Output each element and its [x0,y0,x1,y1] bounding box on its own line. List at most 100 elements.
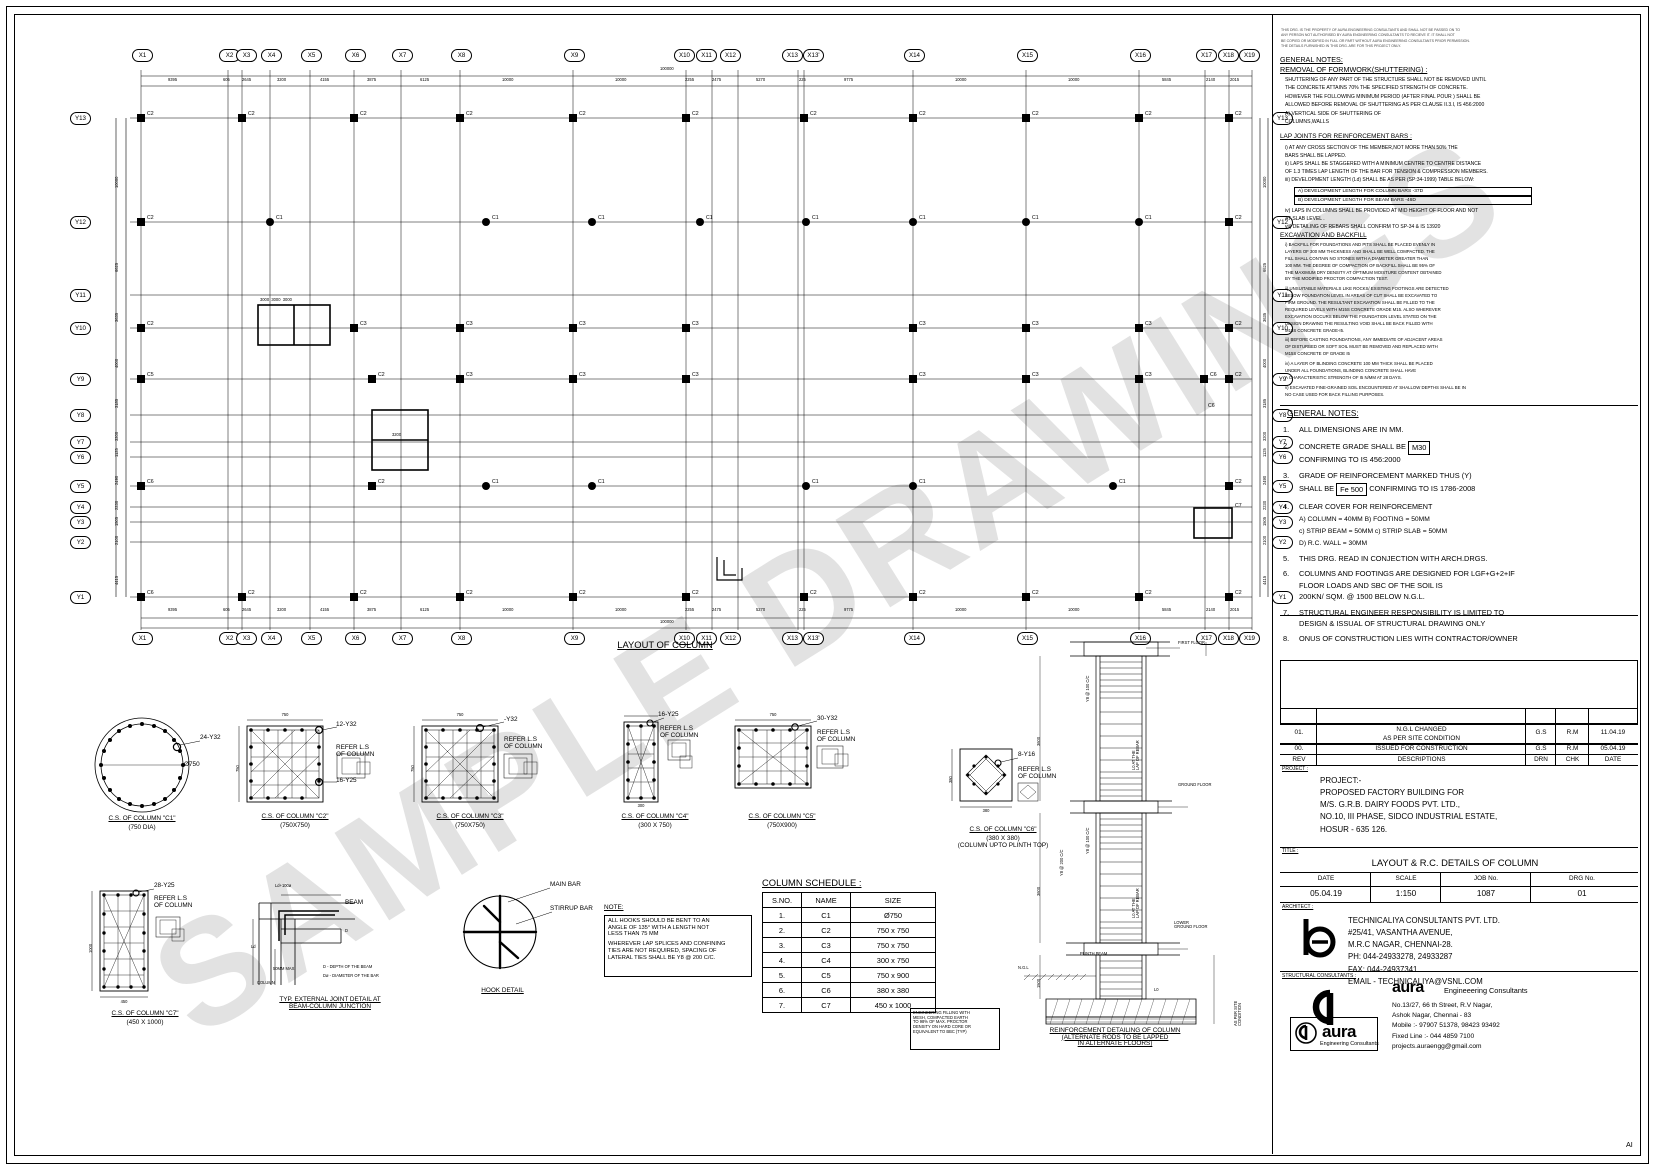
dim-top-4: 3200 [277,77,287,82]
joint-label-cover: 50MM MAX [273,966,295,971]
plan-column-tag: C2 [1145,590,1152,596]
ld-box-b: B) DEVELOPMENT LENGTH FOR BEAM BARS -46D [1294,196,1532,205]
plan-column-tag: C2 [1235,321,1242,327]
note-text-7a: STRUCTURAL ENGINEER RESPONSIBILITY IS LI… [1299,607,1505,617]
plan-column-tag: C2 [810,590,817,596]
notes-sub1-line-6: COLUMNS,WALLS [1285,118,1329,125]
plan-column-tag: C1 [276,215,283,221]
plan-column-tag: C2 [579,590,586,596]
grid-bubble-y7: Y7 [70,436,91,449]
c7-section-size: (450 X 1000) [126,1019,164,1026]
plan-column-tag: C1 [598,479,605,485]
plan-column-tag: C1 [812,215,819,221]
c1-section-title: C.S. OF COLUMN "C1" [108,815,176,822]
cell-size: 450 x 1000 [850,997,936,1013]
notes-sub2-line-4: OF 1.3 TIMES LAP LENGTH OF THE BAR FOR T… [1285,169,1488,176]
notes-sub3-line-18: UNDER ALL FOUNDATIONS, BLINDING CONCRETE… [1285,367,1417,373]
dim-bottom-10: 2255 [685,607,695,612]
table-row: 6. C6 380 x 380 [762,982,936,998]
job-value: 1087 [1476,889,1496,898]
architect-line-6: EMAIL - TECHNICALIYA@VSNL.COM [1348,976,1483,986]
notes-sub2-line-3: ii) LAPS SHALL BE STAGGERED WITH A MINIM… [1285,161,1482,168]
cell-sno: 6. [762,982,802,998]
dim-bottom-8: 10000 [502,607,514,612]
plan-column-marker-circular [802,218,810,226]
grid-bubble-y5: Y5 [70,480,91,493]
plan-column-marker [682,114,690,122]
dim-right-1: 10000 [1262,176,1267,188]
date-label: DATE [1317,875,1335,882]
notes-sub1-line-1: SHUTTERING OF ANY PART OF THE STRUCTURE … [1285,77,1487,83]
dim-left-6: 3200 [114,431,119,441]
c3-section-graphic [413,719,538,803]
sheet-inner-border [14,14,1641,1156]
notes-sub3-line-13: M15S CONCRETE GRADE-I5. [1285,327,1345,333]
notes-top-sub3-heading: EXCAVATION AND BACKFILL [1280,232,1367,239]
notes-sub3-line-7: ii) UNSUITABLE MATERIALS LIKE ROCKS/ EXI… [1285,286,1449,292]
plan-column-tag: C2 [919,111,926,117]
note-item-5: 5. THIS DRG. READ IN CONJECTION WITH ARC… [1283,553,1518,564]
c6-dim-height: 380 [948,776,953,783]
c5-dim-width: 750 [769,712,777,717]
plan-column-marker-circular [482,482,490,490]
plan-column-marker [456,114,464,122]
plan-column-tag: C2 [810,111,817,117]
joint-label-d: D [345,928,348,933]
plan-column-tag: C1 [1119,479,1126,485]
aura-wordmark-sub: Engineering Consultants [1320,1041,1379,1047]
plan-column-tag: C1 [1145,215,1152,221]
c2-section-title: C.S. OF COLUMN "C2" [261,813,329,820]
plan-column-tag: C3 [466,321,473,327]
dim-top-8: 10000 [502,77,514,82]
notes-sub3-line-15: OF DISTURBED OR SOFT SOIL MUST BE REMOVE… [1285,344,1438,350]
plan-column-marker [682,593,690,601]
plan-column-marker [1135,324,1143,332]
label-plinth-beam: PLINTH BEAM [1080,951,1108,956]
plan-column-marker [1225,324,1233,332]
note-text-2b: CONFIRMING TO IS 456:2000 [1299,454,1401,464]
c6-dim-width: 380 [982,808,990,813]
dim-right-3: 3635 [1262,312,1267,322]
drawing-title-value: LAYOUT & R.C. DETAILS OF COLUMN [1371,857,1539,868]
drg-label: DRG No. [1569,875,1595,882]
cell-sno: 2. [762,922,802,938]
title-block-divider-5 [1280,902,1638,903]
grid-bubble-x13-bottom: X13 [782,632,803,645]
title-label: TITLE : [1282,848,1299,854]
table-row: 2. C2 750 x 750 [762,922,936,938]
c1-section-graphic [94,717,201,813]
note-item-8: 8. ONUS OF CONSTRUCTION LIES WITH CONTRA… [1283,633,1518,644]
aura-logo-mark [1302,985,1350,1031]
grid-bubble-x10: X10 [674,49,695,62]
notes-sub3-line-21: NO CASE USED FOR BACK FILLING PURPOSES. [1285,391,1385,397]
plan-column-marker [456,593,464,601]
sheet-reference: AI [1626,1140,1633,1149]
rev-01-drn: G.S [1535,729,1547,736]
rev-col-div-4 [1588,708,1589,765]
hook-label-stirrup-bar: STIRRUP BAR [550,905,593,912]
aura-brand-subtitle: Engineeering Consultants [1444,986,1528,995]
dim-bottom-12: 5270 [756,607,766,612]
notes-sub2-cont-3: vii) DETAILING OF REBARS SHALL CONFIRM T… [1285,224,1441,231]
plan-column-tag: C2 [1032,590,1039,596]
dim-bottom-9: 10000 [615,607,627,612]
dim-top-1: 9395 [168,77,178,82]
plan-column-marker [800,593,808,601]
plan-column-tag: C2 [1235,111,1242,117]
note-item-7: 7. STRUCTURAL ENGINEER RESPONSIBILITY IS… [1283,607,1518,630]
grid-bubble-x19: X19 [1239,49,1260,62]
plan-column-tag: C1 [919,215,926,221]
grid-bubble-x5: X5 [301,49,322,62]
grid-bubble-x11-bottom: X11 [696,632,717,645]
dim-bottom-7: 6125 [420,607,430,612]
grid-bubble-y11-right: Y11 [1272,289,1293,302]
right-panel-divider [1272,14,1273,1154]
plan-column-tag: C2 [1235,479,1242,485]
